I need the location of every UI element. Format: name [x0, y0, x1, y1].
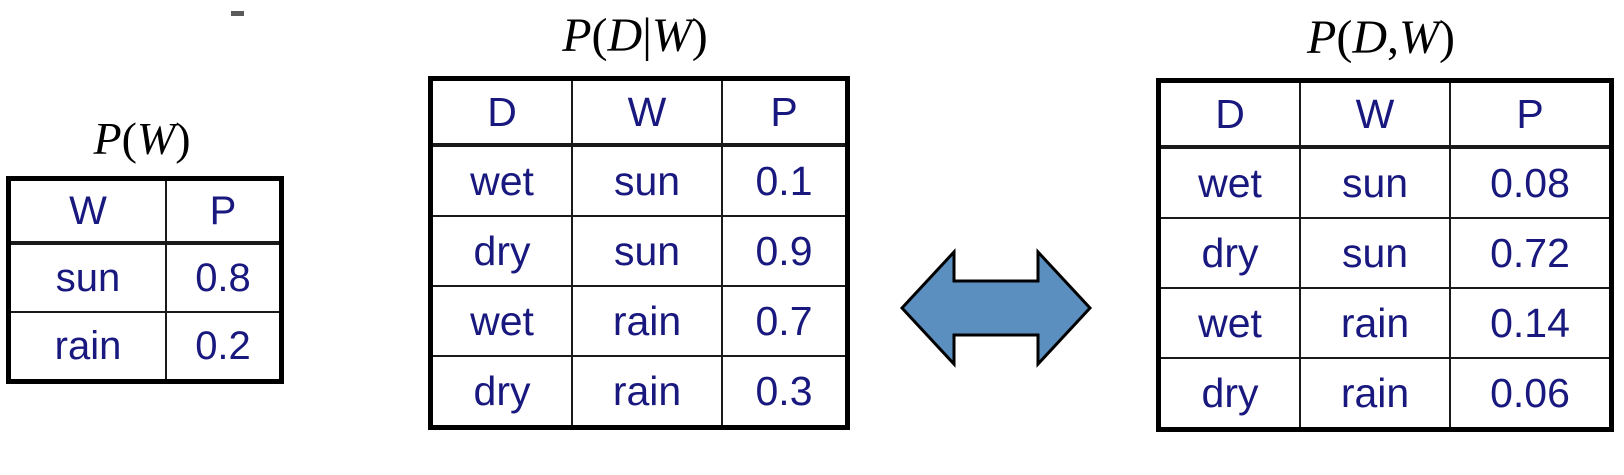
table-row: wet sun 0.1	[429, 144, 849, 217]
column-header-w: W	[1299, 79, 1451, 149]
cell-w-value: rain	[1299, 287, 1451, 359]
title-close-paren: )	[175, 113, 191, 164]
cell-p-value: 0.06	[1449, 357, 1613, 431]
cell-w-value: sun	[571, 144, 723, 217]
cell-d-value: dry	[1157, 217, 1301, 289]
cell-w-value: rain	[571, 355, 723, 429]
cell-d-value: wet	[429, 285, 573, 357]
cell-p-value: 0.08	[1449, 146, 1613, 219]
cell-p-value: 0.1	[721, 144, 849, 217]
column-header-p: P	[165, 177, 283, 245]
title-open-paren: (	[1336, 11, 1353, 64]
cell-d-value: dry	[429, 215, 573, 287]
title-comma: ,	[1387, 11, 1399, 64]
conditional-table-title: P(D|W)	[428, 12, 842, 60]
cell-p-value: 0.7	[721, 285, 849, 357]
cell-w-value: rain	[7, 311, 167, 383]
table-row: rain 0.2	[7, 311, 283, 383]
double-headed-arrow-svg	[899, 248, 1093, 368]
cell-w-value: rain	[571, 285, 723, 357]
title-symbol-p: P	[93, 113, 122, 164]
cell-d-value: dry	[429, 355, 573, 429]
marginal-table-title: P(W)	[6, 116, 278, 162]
cell-w-value: sun	[7, 242, 167, 313]
cell-d-value: wet	[429, 144, 573, 217]
title-symbol-p: P	[1307, 11, 1337, 64]
column-header-p: P	[1449, 79, 1613, 149]
title-open-paren: (	[121, 113, 137, 164]
table-header-row: D W P	[1157, 79, 1613, 149]
table-row: wet sun 0.08	[1157, 146, 1613, 219]
table-row: dry sun 0.9	[429, 215, 849, 287]
cell-p-value: 0.14	[1449, 287, 1613, 359]
cell-p-value: 0.9	[721, 215, 849, 287]
title-variable-w: W	[1399, 11, 1439, 64]
title-variable-d: D	[1352, 11, 1387, 64]
table-row: sun 0.8	[7, 242, 283, 313]
title-close-paren: )	[1438, 11, 1455, 64]
conditional-probability-table: D W P wet sun 0.1 dry sun 0.9 wet rain 0…	[428, 76, 850, 430]
cell-p-value: 0.3	[721, 355, 849, 429]
joint-probability-table: D W P wet sun 0.08 dry sun 0.72 wet rain…	[1156, 78, 1614, 432]
marginal-distribution-panel: P(W) W P sun 0.8 rain 0.2	[6, 116, 284, 384]
title-symbol-p: P	[562, 9, 592, 62]
title-variable-w: W	[651, 9, 692, 62]
cell-w-value: sun	[1299, 217, 1451, 289]
arrow-shape	[899, 248, 1093, 368]
cell-p-value: 0.72	[1449, 217, 1613, 289]
column-header-d: D	[1157, 79, 1301, 149]
cell-w-value: rain	[1299, 357, 1451, 431]
column-header-p: P	[721, 77, 849, 147]
cell-p-value: 0.8	[165, 242, 283, 313]
column-header-d: D	[429, 77, 573, 147]
marginal-probability-table: W P sun 0.8 rain 0.2	[6, 176, 284, 384]
joint-table-title: P(D,W)	[1156, 14, 1606, 62]
table-header-row: W P	[7, 177, 283, 245]
title-variable-d: D	[607, 9, 643, 62]
title-variable-w: W	[136, 113, 176, 164]
title-conditional-bar: |	[642, 9, 652, 62]
column-header-w: W	[7, 177, 167, 245]
table-header-row: D W P	[429, 77, 849, 147]
table-row: wet rain 0.7	[429, 285, 849, 357]
cell-w-value: sun	[571, 215, 723, 287]
joint-distribution-panel: P(D,W) D W P wet sun 0.08 dry sun 0.72 w…	[1156, 14, 1614, 432]
double-headed-arrow-icon	[898, 248, 1094, 368]
title-close-paren: )	[691, 9, 708, 62]
table-row: dry rain 0.06	[1157, 357, 1613, 431]
conditional-distribution-panel: P(D|W) D W P wet sun 0.1 dry sun 0.9 wet…	[428, 12, 850, 430]
cell-p-value: 0.2	[165, 311, 283, 383]
cell-w-value: sun	[1299, 146, 1451, 219]
stray-glyph-artifact	[231, 11, 244, 16]
title-open-paren: (	[591, 9, 608, 62]
cell-d-value: wet	[1157, 146, 1301, 219]
cell-d-value: dry	[1157, 357, 1301, 431]
table-row: wet rain 0.14	[1157, 287, 1613, 359]
cell-d-value: wet	[1157, 287, 1301, 359]
table-row: dry rain 0.3	[429, 355, 849, 429]
column-header-w: W	[571, 77, 723, 147]
table-row: dry sun 0.72	[1157, 217, 1613, 289]
